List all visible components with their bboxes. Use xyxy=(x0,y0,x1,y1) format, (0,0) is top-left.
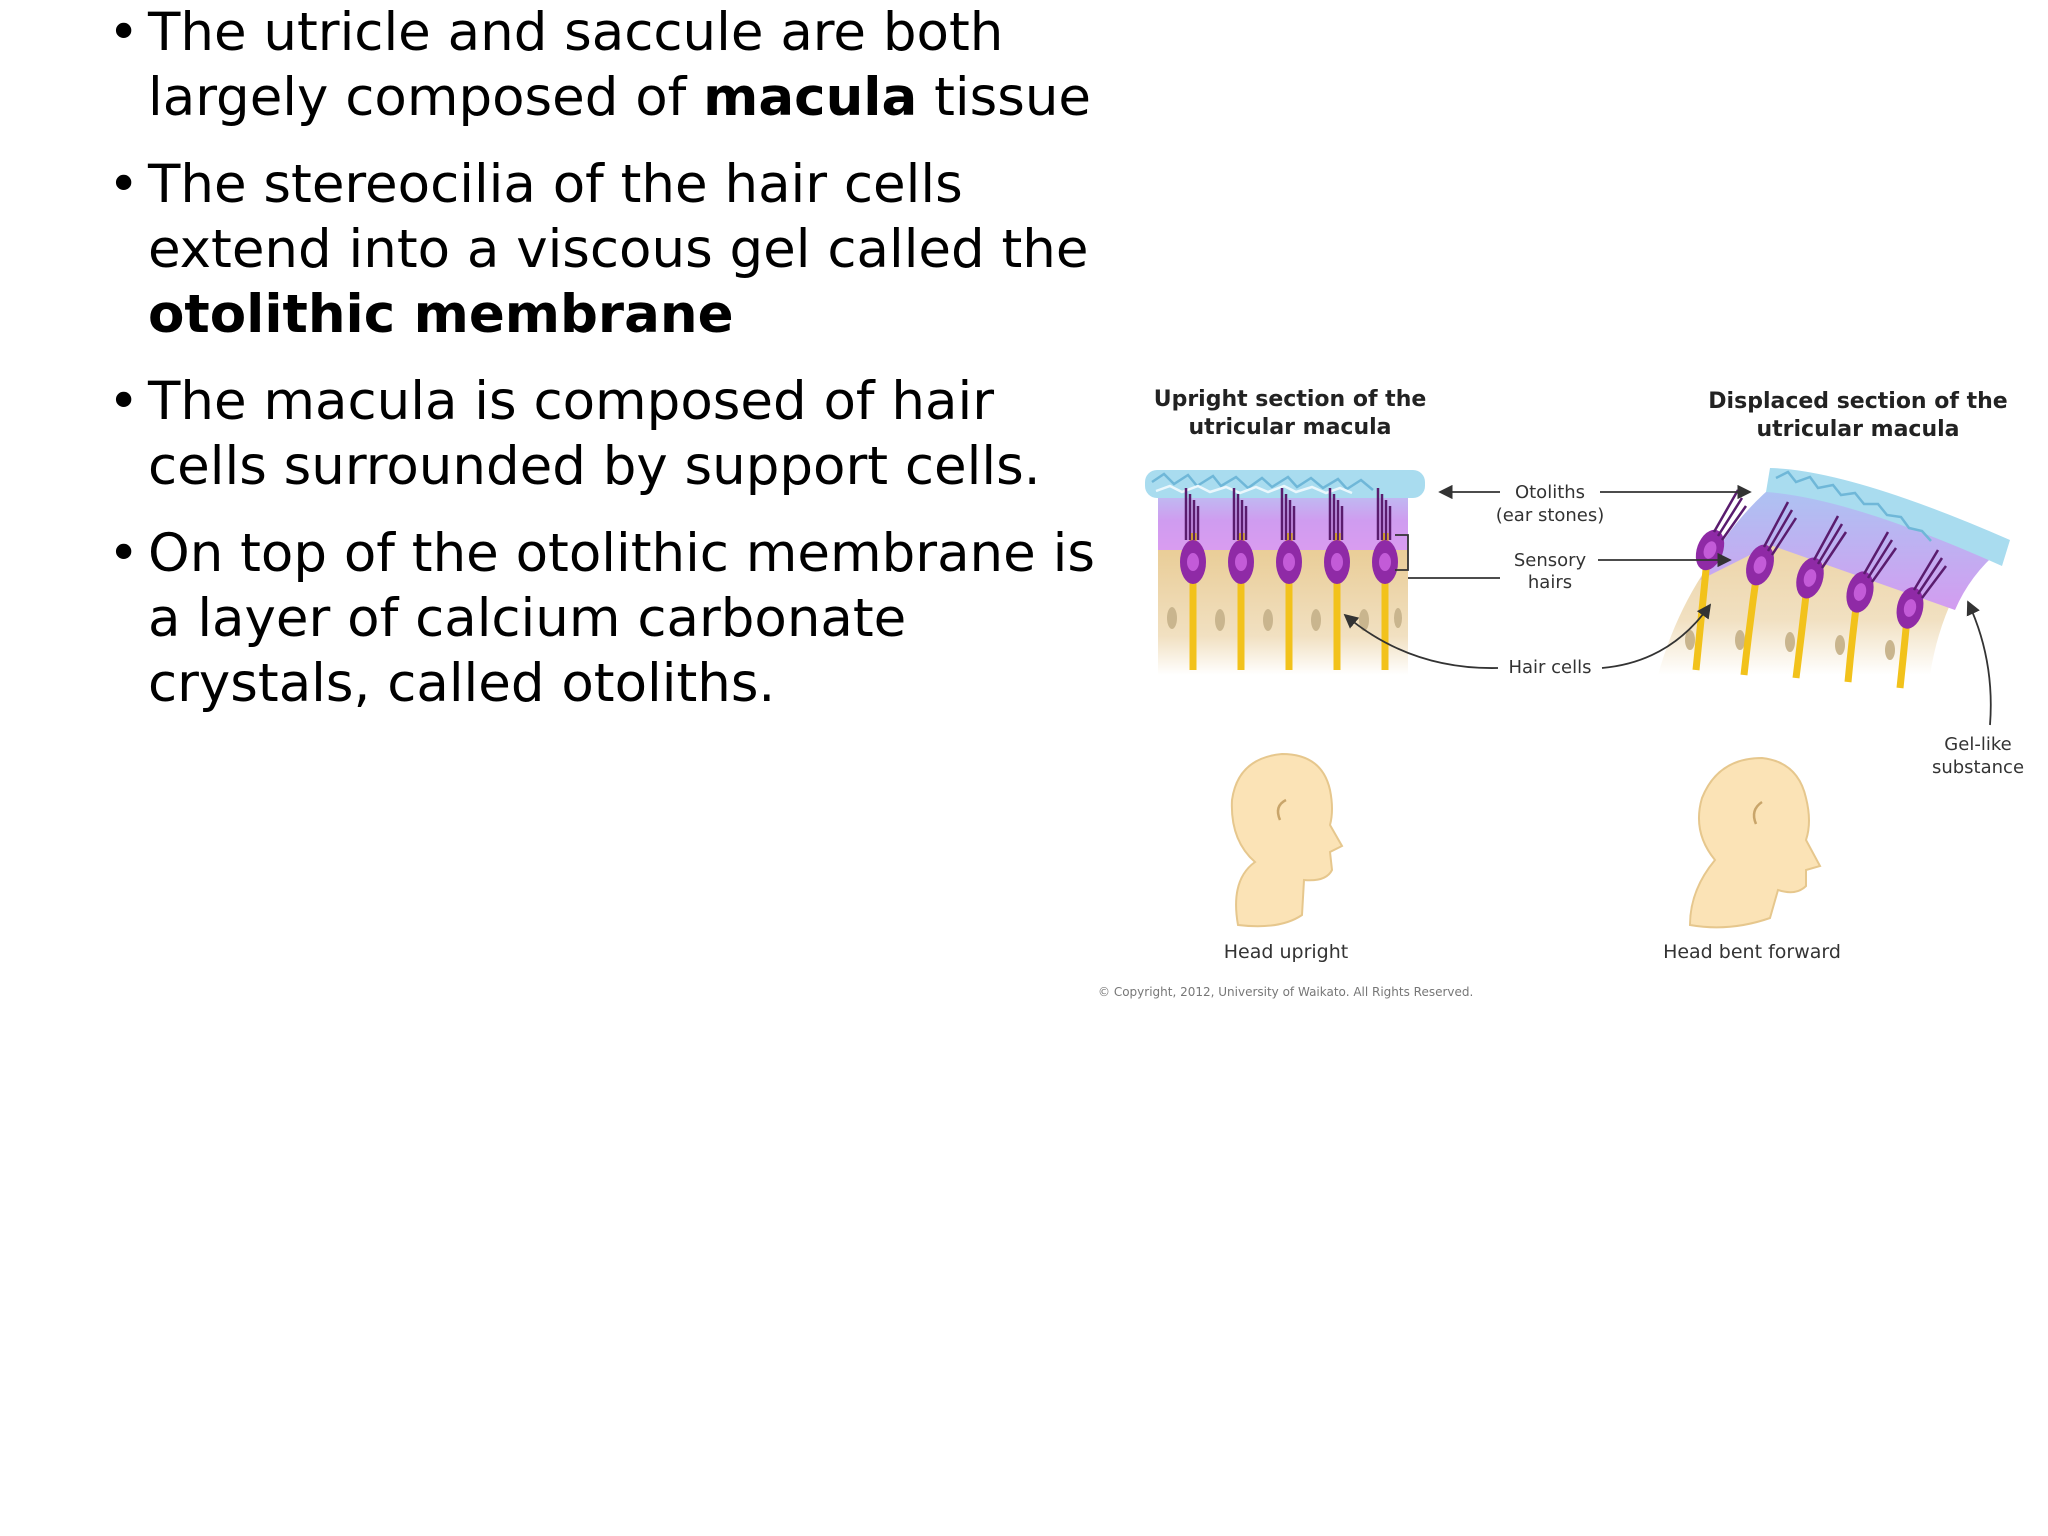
gel-label-line1: Gel-like xyxy=(1944,734,2011,755)
hair-cell xyxy=(1844,531,1898,683)
bullet-text: On top of the otolithic membrane is a la… xyxy=(148,523,1095,714)
bullet-item: • The stereocilia of the hair cells exte… xyxy=(100,152,1120,347)
bullet-marker: • xyxy=(108,154,140,215)
annotation-gel-like-substance: Gel-like substance xyxy=(1932,600,2024,778)
annotation-sensory-hairs: Sensory hairs xyxy=(1395,534,1732,593)
bullet-text: The stereocilia of the hair cells extend… xyxy=(148,154,1089,280)
hair-cell xyxy=(1324,488,1350,670)
sensory-hairs-label-line1: Sensory xyxy=(1514,550,1587,571)
right-panel-title-line2: utricular macula xyxy=(1756,417,1959,442)
bullet-item: • On top of the otolithic membrane is a … xyxy=(100,521,1120,716)
bullet-text: The macula is composed of hair cells sur… xyxy=(148,371,1041,497)
annotation-hair-cells: Hair cells xyxy=(1343,603,1712,678)
bullet-marker: • xyxy=(108,371,140,432)
bullet-bold-term: otolithic membrane xyxy=(148,284,734,345)
right-hair-cells xyxy=(1692,489,1947,689)
hair-cell xyxy=(1276,488,1302,670)
left-support-cells xyxy=(1167,607,1402,631)
left-hair-cells xyxy=(1180,488,1398,670)
bullet-bold-term: macula xyxy=(703,67,918,128)
right-gel-layer xyxy=(1700,480,2000,610)
otoliths-label-line2: (ear stones) xyxy=(1496,505,1605,526)
hair-cell xyxy=(1792,515,1848,679)
hair-cell xyxy=(1740,501,1798,676)
right-panel-title-line1: Displaced section of the xyxy=(1708,389,2007,414)
bullet-text-end: tissue xyxy=(917,67,1092,128)
bullet-marker: • xyxy=(108,523,140,584)
gel-label-line2: substance xyxy=(1932,757,2024,778)
displaced-macula xyxy=(1658,468,2010,689)
upright-macula xyxy=(1145,470,1425,675)
hair-cell xyxy=(1372,488,1398,670)
right-support-cells xyxy=(1685,630,1895,660)
hair-cell xyxy=(1228,488,1254,670)
utricular-macula-diagram: Upright section of the utricular macula … xyxy=(1098,387,2024,999)
caption-head-bent-forward: Head bent forward xyxy=(1663,941,1841,963)
left-panel-title-line1: Upright section of the xyxy=(1154,387,1427,412)
left-panel-title-line2: utricular macula xyxy=(1188,415,1391,440)
bullet-list: • The utricle and saccule are both large… xyxy=(100,0,1120,738)
caption-head-upright: Head upright xyxy=(1224,941,1348,963)
bullet-item: • The utricle and saccule are both large… xyxy=(100,0,1120,130)
head-bent-forward-icon xyxy=(1688,756,1822,929)
bullet-marker: • xyxy=(108,2,140,63)
head-upright-icon xyxy=(1230,752,1344,928)
bullet-item: • The macula is composed of hair cells s… xyxy=(100,369,1120,499)
hair-cells-label: Hair cells xyxy=(1508,657,1591,678)
otoliths-label-line1: Otoliths xyxy=(1515,482,1585,503)
hair-cell xyxy=(1896,549,1947,689)
right-otolith-layer xyxy=(1766,468,2010,566)
copyright-notice: © Copyright, 2012, University of Waikato… xyxy=(1098,985,1473,999)
left-otolith-layer xyxy=(1145,470,1425,498)
annotation-otoliths: Otoliths (ear stones) xyxy=(1438,482,1752,526)
sensory-hairs-label-line2: hairs xyxy=(1528,572,1572,593)
bullet-text: The utricle and saccule are both largely… xyxy=(148,2,1004,128)
hair-cell xyxy=(1180,488,1206,670)
